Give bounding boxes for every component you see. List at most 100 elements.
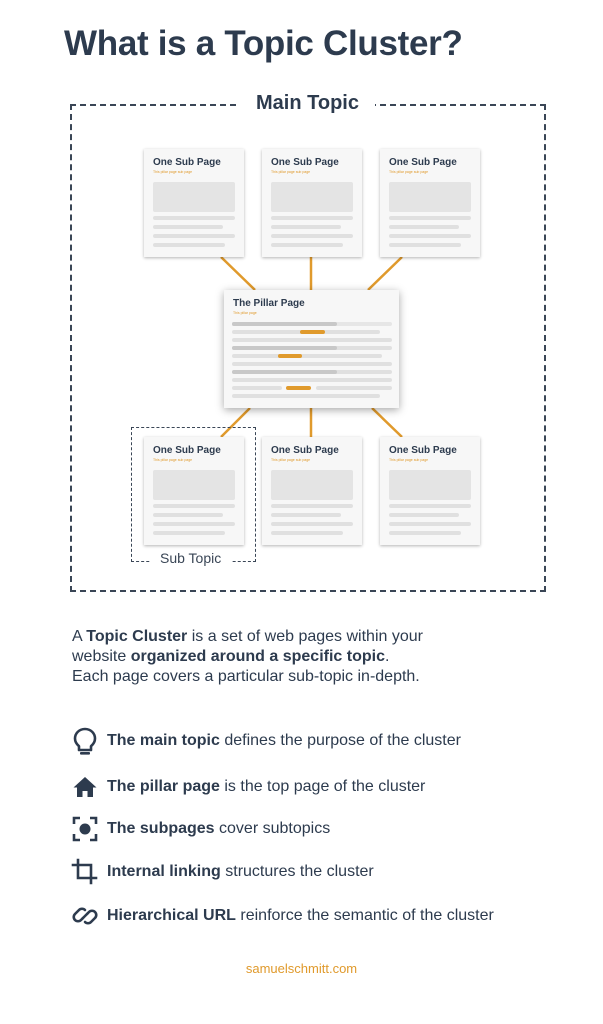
sub-page-card: One Sub Page This pillar page sub page: [380, 149, 480, 257]
text-line: [271, 234, 353, 238]
sub-page-title: One Sub Page: [153, 157, 221, 168]
image-placeholder: [153, 470, 235, 500]
text-line: [232, 378, 392, 382]
description-line: A Topic Cluster is a set of web pages wi…: [72, 627, 542, 647]
text-line: [316, 386, 392, 390]
sub-page-card: One Sub Page This pillar page sub page: [262, 149, 362, 257]
sub-page-card: One Sub Page This pillar page sub page: [380, 437, 480, 545]
text-line: [389, 234, 471, 238]
text-line: [153, 504, 235, 508]
sub-page-card: One Sub Page This pillar page sub page: [262, 437, 362, 545]
sub-page-card: One Sub Page This pillar page sub page: [144, 149, 244, 257]
text: is a set of web pages within your: [187, 628, 423, 645]
link-line: [367, 256, 403, 291]
text-line: [271, 243, 343, 247]
feature-item: Hierarchical URL reinforce the semantic …: [70, 901, 580, 931]
text-line: [389, 504, 471, 508]
link-highlight: [286, 386, 311, 390]
link-icon: [72, 907, 98, 925]
text-line: [232, 338, 392, 342]
text-line: [232, 346, 337, 350]
lightbulb-icon: [73, 727, 97, 755]
feature-bold: The main topic: [107, 732, 220, 749]
sub-page-title: One Sub Page: [153, 445, 221, 456]
sub-page-card: One Sub Page This pillar page sub page: [144, 437, 244, 545]
text-line: [153, 234, 235, 238]
description: A Topic Cluster is a set of web pages wi…: [72, 627, 542, 687]
link-line: [220, 256, 256, 291]
text-line: [271, 225, 341, 229]
feature-bold: The subpages: [107, 820, 215, 837]
text: A: [72, 628, 87, 645]
text-line: [232, 370, 337, 374]
feature-text: The pillar page is the top page of the c…: [107, 778, 425, 796]
sub-page-subtitle: This pillar page sub page: [153, 458, 193, 462]
sub-page-title: One Sub Page: [271, 445, 339, 456]
image-placeholder: [271, 470, 353, 500]
description-line: website organized around a specific topi…: [72, 647, 542, 667]
feature-text: The main topic defines the purpose of th…: [107, 732, 461, 750]
feature-item: The main topic defines the purpose of th…: [70, 726, 580, 756]
image-placeholder: [389, 182, 471, 212]
sub-page-subtitle: This pillar page sub page: [271, 170, 311, 174]
focus-icon: [72, 816, 98, 842]
feature-bold: Internal linking: [107, 863, 221, 880]
sub-page-title: One Sub Page: [389, 157, 457, 168]
link-line: [371, 407, 403, 438]
sub-page-title: One Sub Page: [389, 445, 457, 456]
main-topic-label: Main Topic: [240, 92, 375, 115]
text-line: [232, 354, 382, 358]
link-line: [220, 407, 251, 438]
text-bold: organized around a specific topic: [130, 648, 385, 665]
text-bold: Topic Cluster: [86, 628, 188, 645]
text-line: [153, 216, 235, 220]
feature-rest: defines the purpose of the cluster: [219, 732, 461, 749]
crop-icon: [71, 858, 98, 885]
pillar-page-card: The Pillar Page This pillar page: [224, 290, 399, 408]
text-line: [389, 216, 471, 220]
text: .: [384, 648, 390, 665]
feature-bold: Hierarchical URL: [107, 907, 236, 924]
text-line: [153, 225, 223, 229]
text-line: [232, 394, 380, 398]
feature-text: The subpages cover subtopics: [107, 820, 330, 838]
text-line: [153, 513, 223, 517]
sub-page-subtitle: This pillar page sub page: [389, 458, 429, 462]
sub-page-subtitle: This pillar page sub page: [389, 170, 429, 174]
image-placeholder: [271, 182, 353, 212]
feature-rest: is the top page of the cluster: [219, 778, 426, 795]
link-highlight: [278, 354, 302, 358]
feature-item: The subpages cover subtopics: [70, 814, 580, 844]
text-line: [389, 522, 471, 526]
text-line: [389, 225, 459, 229]
sub-page-subtitle: This pillar page sub page: [271, 458, 311, 462]
page-title: What is a Topic Cluster?: [64, 24, 463, 63]
text-line: [153, 531, 225, 535]
text-line: [271, 504, 353, 508]
sub-page-subtitle: This pillar page sub page: [153, 170, 193, 174]
feature-item: Internal linking structures the cluster: [70, 857, 580, 887]
text-line: [153, 243, 225, 247]
link-highlight: [300, 330, 325, 334]
feature-text: Internal linking structures the cluster: [107, 863, 374, 881]
text-line: [271, 531, 343, 535]
feature-rest: structures the cluster: [220, 863, 374, 880]
feature-text: Hierarchical URL reinforce the semantic …: [107, 907, 494, 925]
image-placeholder: [389, 470, 471, 500]
footer-credit: samuelschmitt.com: [245, 961, 358, 976]
text-line: [389, 513, 459, 517]
pillar-page-title: The Pillar Page: [233, 298, 305, 309]
image-placeholder: [153, 182, 235, 212]
text-line: [153, 522, 235, 526]
text-line: [232, 362, 392, 366]
text-line: [271, 522, 353, 526]
sub-page-title: One Sub Page: [271, 157, 339, 168]
feature-rest: reinforce the semantic of the cluster: [235, 907, 494, 924]
text: website: [72, 648, 131, 665]
description-line: Each page covers a particular sub-topic …: [72, 668, 420, 685]
text-line: [389, 531, 461, 535]
text-line: [271, 216, 353, 220]
feature-item: The pillar page is the top page of the c…: [70, 772, 580, 802]
feature-bold: The pillar page: [107, 778, 220, 795]
